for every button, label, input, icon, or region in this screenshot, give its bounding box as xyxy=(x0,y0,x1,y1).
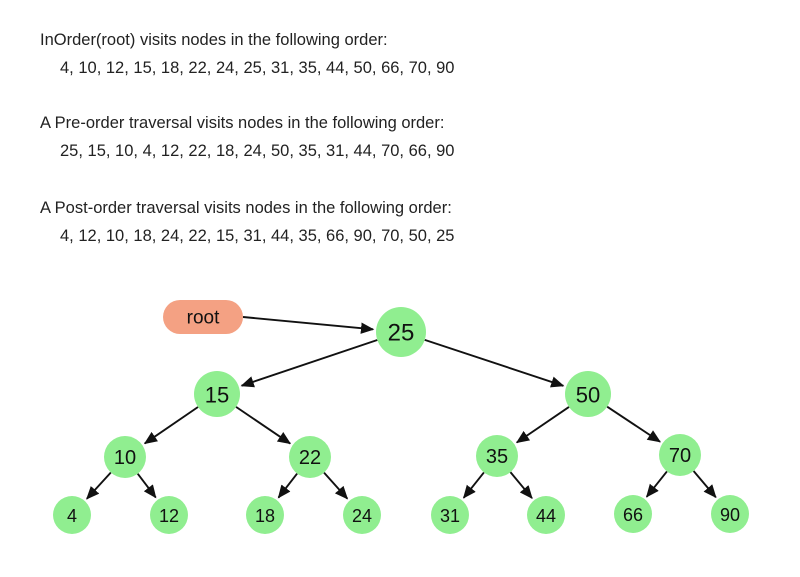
tree-node-circle xyxy=(711,495,749,533)
tree-edge-n70-to-n66 xyxy=(645,470,668,498)
tree-node-label: 50 xyxy=(576,383,600,408)
tree-node-circle xyxy=(194,371,240,417)
tree-node-circle xyxy=(614,495,652,533)
tree-node-90[interactable]: 90 xyxy=(711,495,749,533)
tree-node-50[interactable]: 50 xyxy=(565,371,611,417)
tree-node-circle xyxy=(289,436,331,478)
tree-node-circle xyxy=(246,496,284,534)
tree-edge-n10-to-n12 xyxy=(136,473,157,499)
tree-node-circle xyxy=(53,496,91,534)
tree-node-label: 25 xyxy=(388,320,415,347)
tree-edge-n15-to-n10 xyxy=(143,406,199,445)
tree-node-24[interactable]: 24 xyxy=(343,496,381,534)
tree-node-44[interactable]: 44 xyxy=(527,496,565,534)
tree-node-label: 35 xyxy=(486,446,508,468)
tree-node-circle xyxy=(343,496,381,534)
tree-node-12[interactable]: 12 xyxy=(150,496,188,534)
tree-node-25[interactable]: 25 xyxy=(376,307,426,357)
tree-node-label: 44 xyxy=(536,506,556,526)
tree-node-label: 70 xyxy=(669,445,691,467)
tree-node-label: 90 xyxy=(720,505,740,525)
tree-node-18[interactable]: 18 xyxy=(246,496,284,534)
tree-edge-root_pointer-to-n25 xyxy=(242,316,375,334)
traversal-sequence: 25, 15, 10, 4, 12, 22, 18, 24, 50, 35, 3… xyxy=(60,142,455,160)
tree-edge-n70-to-n90 xyxy=(692,470,717,499)
tree-node-4[interactable]: 4 xyxy=(53,496,91,534)
tree-node-22[interactable]: 22 xyxy=(289,436,331,478)
tree-edge-n35-to-n44 xyxy=(509,471,533,499)
tree-node-35[interactable]: 35 xyxy=(476,435,518,477)
root-pointer-shape xyxy=(163,300,243,334)
tree-node-label: 4 xyxy=(67,506,77,526)
tree-node-label: 24 xyxy=(352,506,372,526)
traversal-title: A Pre-order traversal visits nodes in th… xyxy=(40,114,445,132)
traversal-sequence: 4, 12, 10, 18, 24, 22, 15, 31, 44, 35, 6… xyxy=(60,227,455,245)
tree-edge-n22-to-n18 xyxy=(277,473,298,499)
tree-edge-n15-to-n22 xyxy=(235,406,292,445)
traversal-title: A Post-order traversal visits nodes in t… xyxy=(40,199,452,217)
tree-edge-n22-to-n24 xyxy=(323,472,349,500)
traversal-title: InOrder(root) visits nodes in the follow… xyxy=(40,31,388,49)
tree-edge-n50-to-n70 xyxy=(606,405,661,443)
root-pointer: root xyxy=(163,300,243,334)
traversal-block-preorder: A Pre-order traversal visits nodes in th… xyxy=(40,113,454,161)
tree-node-circle xyxy=(431,496,469,534)
tree-node-circle xyxy=(476,435,518,477)
root-pointer-pill[interactable]: root xyxy=(163,300,243,334)
tree-node-circle xyxy=(376,307,426,357)
tree-edge-n10-to-n4 xyxy=(86,471,112,500)
traversal-block-inorder: InOrder(root) visits nodes in the follow… xyxy=(40,30,454,78)
tree-edge-n35-to-n31 xyxy=(462,471,485,499)
tree-node-circle xyxy=(527,496,565,534)
traversal-block-postorder: A Post-order traversal visits nodes in t… xyxy=(40,198,454,246)
tree-node-70[interactable]: 70 xyxy=(659,434,701,476)
tree-node-circle xyxy=(659,434,701,476)
tree-node-circle xyxy=(104,436,146,478)
root-pointer-label: root xyxy=(187,308,220,329)
tree-node-10[interactable]: 10 xyxy=(104,436,146,478)
tree-node-label: 22 xyxy=(299,447,321,469)
tree-node-15[interactable]: 15 xyxy=(194,371,240,417)
tree-edge-n50-to-n35 xyxy=(515,406,570,444)
tree-node-label: 12 xyxy=(159,506,179,526)
tree-node-circle xyxy=(150,496,188,534)
tree-node-label: 15 xyxy=(205,383,229,408)
tree-node-label: 10 xyxy=(114,447,136,469)
tree-edge-n25-to-n15 xyxy=(240,339,378,388)
tree-nodes: 25 15 50 10 22 35 70 4 12 18 24 31 44 66 90 xyxy=(53,307,749,534)
tree-edge-n25-to-n50 xyxy=(424,338,565,388)
tree-edges xyxy=(86,316,717,500)
tree-node-66[interactable]: 66 xyxy=(614,495,652,533)
traversal-sequence: 4, 10, 12, 15, 18, 22, 24, 25, 31, 35, 4… xyxy=(60,59,455,77)
tree-node-label: 18 xyxy=(255,506,275,526)
tree-node-31[interactable]: 31 xyxy=(431,496,469,534)
tree-node-label: 31 xyxy=(440,506,460,526)
tree-node-circle xyxy=(565,371,611,417)
tree-node-label: 66 xyxy=(623,505,643,525)
